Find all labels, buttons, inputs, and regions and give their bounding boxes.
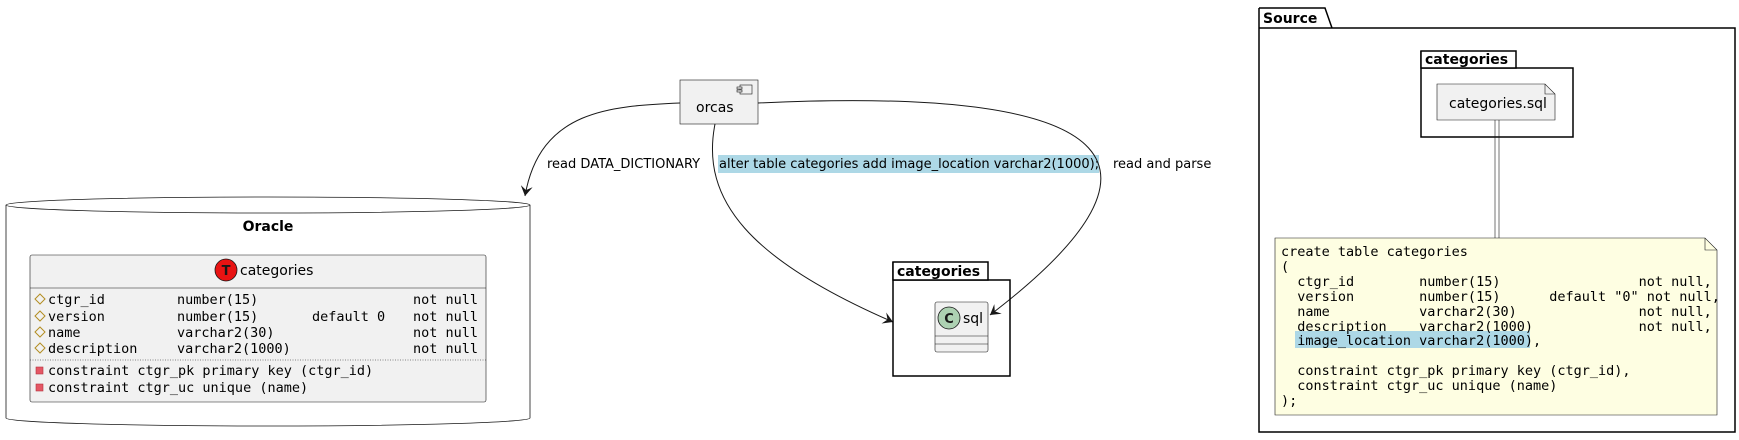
oracle-title: Oracle — [243, 219, 294, 235]
entity-badge: T — [222, 264, 231, 279]
key-icon — [34, 310, 46, 322]
note-line: image_location varchar2(1000), — [1281, 333, 1541, 349]
source-package[interactable]: Source categories categories.sql create … — [1258, 7, 1736, 433]
class-icon — [937, 306, 961, 330]
note-line: name varchar2(30) not null, — [1281, 304, 1712, 320]
note-line: constraint ctgr_pk primary key (ctgr_id)… — [1281, 363, 1631, 379]
edge-label-read-parse: read and parse — [1113, 157, 1211, 172]
file-name: categories.sql — [1449, 96, 1547, 112]
private-icon — [35, 383, 44, 392]
note-line: constraint ctgr_uc unique (name) — [1281, 378, 1557, 394]
sql-note: create table categories ( ctgr_id number… — [1274, 237, 1720, 416]
column-row: name varchar2(30) not null — [34, 325, 478, 341]
component-icon — [736, 84, 753, 95]
column-null: not null — [413, 309, 478, 325]
edge-alter — [711, 123, 894, 324]
column-row: ctgr_id number(15) not null — [34, 292, 478, 308]
note-highlight — [1295, 331, 1530, 348]
table-icon — [214, 258, 238, 282]
edge-read-parse — [757, 100, 1102, 316]
column-type: varchar2(30) — [177, 325, 275, 341]
column-name: ctgr_id — [48, 292, 105, 308]
column-row: description varchar2(1000) not null — [34, 341, 478, 357]
edge-label-read-dictionary: read DATA_DICTIONARY — [547, 157, 700, 172]
private-icon — [35, 366, 44, 375]
column-name: description — [48, 341, 137, 357]
constraint-row: constraint ctgr_uc unique (name) — [35, 380, 308, 396]
source-categories-package[interactable]: categories categories.sql — [1420, 50, 1574, 138]
constraint-text: constraint ctgr_pk primary key (ctgr_id) — [48, 363, 373, 379]
package-title: categories — [897, 264, 980, 280]
column-type: number(15) — [177, 309, 258, 325]
note-line: version number(15) default "0" not null, — [1281, 289, 1720, 305]
key-icon — [34, 293, 46, 305]
key-icon — [34, 326, 46, 338]
column-null: not null — [413, 341, 478, 357]
edge-alter-highlight — [718, 155, 1099, 173]
key-icon — [34, 342, 46, 354]
column-name: name — [48, 325, 81, 341]
class-badge: C — [944, 312, 954, 327]
column-null: not null — [413, 292, 478, 308]
note-line: description varchar2(1000) not null, — [1281, 319, 1712, 335]
column-type: number(15) — [177, 292, 258, 308]
note-line: create table categories — [1281, 244, 1468, 260]
constraint-text: constraint ctgr_uc unique (name) — [48, 380, 308, 396]
column-row: version number(15) default 0 not null — [34, 309, 478, 325]
constraint-row: constraint ctgr_pk primary key (ctgr_id) — [35, 363, 373, 379]
categories-package[interactable]: categories C sql — [892, 261, 1011, 377]
source-title: Source — [1263, 11, 1317, 27]
note-line: ctgr_id number(15) not null, — [1281, 274, 1712, 290]
column-null: not null — [413, 325, 478, 341]
orcas-component[interactable]: orcas — [679, 79, 759, 125]
note-line: ); — [1281, 393, 1297, 409]
note-line: ( — [1281, 259, 1289, 275]
source-package-title: categories — [1425, 52, 1508, 68]
entity-categories[interactable]: T categories ctgr_id number(15) not null… — [29, 254, 487, 403]
oracle-database[interactable]: Oracle T categories ctgr_id number(15) n… — [5, 196, 531, 427]
column-type: varchar2(1000) — [177, 341, 291, 357]
edge-read-dictionary — [520, 102, 681, 197]
class-name: sql — [963, 311, 983, 327]
file-categories-sql[interactable]: categories.sql — [1436, 83, 1556, 121]
edge-label-alter: alter table categories add image_locatio… — [719, 157, 1099, 172]
column-name: version — [48, 309, 105, 325]
orcas-label: orcas — [696, 100, 734, 116]
entity-name: categories — [240, 263, 313, 279]
column-default: default 0 — [312, 309, 385, 325]
class-sql[interactable]: C sql — [934, 301, 989, 353]
